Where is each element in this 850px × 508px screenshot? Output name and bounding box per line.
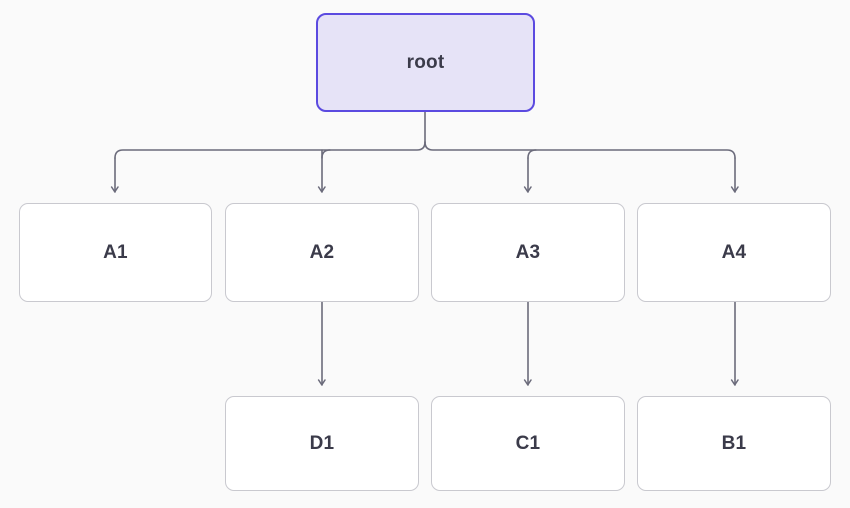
node-c1[interactable]: C1 xyxy=(431,396,625,491)
node-a3[interactable]: A3 xyxy=(431,203,625,302)
node-a4[interactable]: A4 xyxy=(637,203,831,302)
node-b1-label: B1 xyxy=(721,432,747,454)
node-a2-label: A2 xyxy=(309,241,335,263)
node-d1[interactable]: D1 xyxy=(225,396,419,491)
node-a4-label: A4 xyxy=(721,241,747,263)
node-a3-label: A3 xyxy=(515,241,541,263)
edge-bus-right xyxy=(424,141,736,159)
node-d1-label: D1 xyxy=(309,432,335,454)
node-a1-label: A1 xyxy=(103,241,128,263)
edge-root-to-A2-fillet xyxy=(321,149,331,159)
edge-root-to-A3-fillet xyxy=(527,149,537,159)
edge-bus-left xyxy=(114,141,426,159)
node-b1[interactable]: B1 xyxy=(637,396,831,491)
node-a1[interactable]: A1 xyxy=(19,203,212,302)
node-a2[interactable]: A2 xyxy=(225,203,419,302)
node-root-label: root xyxy=(406,51,445,73)
node-c1-label: C1 xyxy=(515,432,541,454)
node-root[interactable]: root xyxy=(316,13,535,112)
